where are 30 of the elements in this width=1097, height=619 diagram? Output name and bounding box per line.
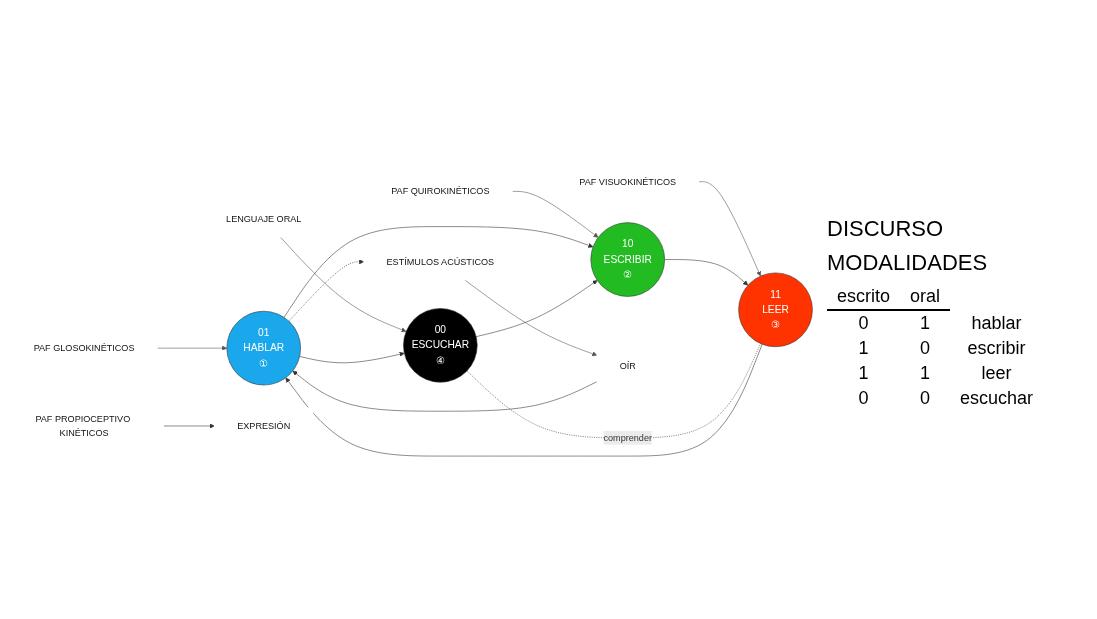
column-header: oral [900,284,951,310]
table-heading: MODALIDADES [827,250,989,276]
node-text: PAF VISUOKINÉTICOS [579,176,677,186]
edge-label: comprender [603,432,652,443]
table-cell-text: escuchar [959,387,1035,410]
connector [466,342,761,438]
center-label: DISCURSO [827,216,945,242]
node-text: PAF PROPIOCEPTIVO KINÉTICOS [35,413,131,438]
table-cell-text: 0 [857,387,870,410]
node-circle: 11 LEER ③ [738,272,813,347]
column-header: escrito [827,284,900,310]
table-cell-text: escribir [966,337,1027,360]
node-text: ESTÍMULOS ACÚSTICOS [386,256,495,267]
table-cell-text: leer [980,362,1013,385]
table-cell-text: 1 [857,337,870,360]
node-circle: 10 ESCRIBIR ② [590,222,665,297]
node-circle: 01 HABLAR ① [226,310,301,386]
node-text: EXPRESIÓN [237,420,291,431]
table-cell-text: 1 [857,362,870,385]
table-cell-text: 1 [919,362,932,385]
node-text: PAF QUIROKINÉTICOS [391,185,490,196]
node-text: LENGUAJE ORAL [226,213,302,224]
table-cell-text: 0 [919,337,932,360]
node-text: PAF GLOSOKINÉTICOS [33,342,135,353]
table-cell-text: 0 [919,387,932,410]
table-cell: 0 [827,310,900,336]
table-cell: hablar [950,310,1044,336]
table-cell: 1 [900,310,951,336]
node-text: OÍR [619,361,636,371]
node-circle: 00 ESCUCHAR ④ [403,307,478,383]
